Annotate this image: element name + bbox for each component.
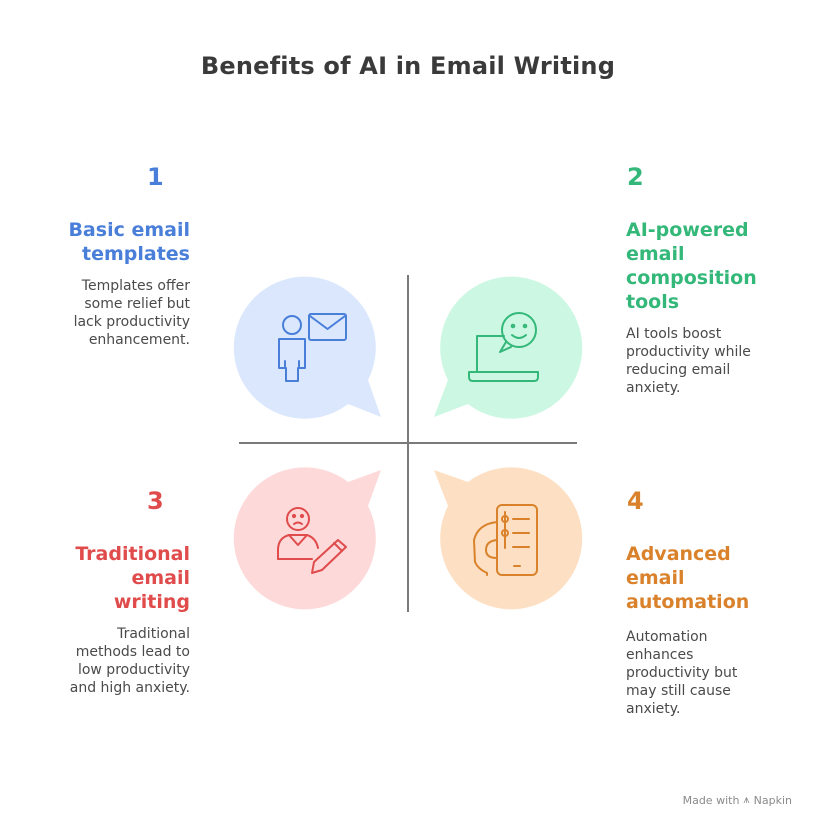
quadrant-2-heading-line: email xyxy=(626,243,685,265)
quadrant-3-description-line: Traditional xyxy=(117,626,190,642)
quadrant-2-description: AI tools boost productivity while reduci… xyxy=(626,325,776,397)
quadrant-1-number: 1 xyxy=(147,163,164,191)
napkin-logo-icon: ⩚ xyxy=(743,793,750,806)
quadrant-2-description-line: productivity while xyxy=(626,344,751,360)
quadrant-2-description-line: anxiety. xyxy=(626,380,681,396)
quadrant-3-bubble xyxy=(233,467,381,610)
quadrant-3-description-line: low productivity xyxy=(77,662,190,678)
quadrant-4-description-line: Automation xyxy=(626,629,708,645)
quadrant-3-description: Traditional methods lead to low producti… xyxy=(50,625,190,697)
quadrant-4-description-line: enhances xyxy=(626,647,694,663)
made-with-label: Made with xyxy=(682,793,740,807)
quadrant-1-bubble xyxy=(233,276,381,419)
quadrant-1-description-line: Templates offer xyxy=(81,278,190,294)
person-pencil-icon xyxy=(277,507,347,574)
page-title: Benefits of AI in Email Writing xyxy=(200,52,616,80)
quadrant-1-heading-line: templates xyxy=(82,243,190,265)
quadrant-4-description: Automation enhances productivity but may… xyxy=(626,628,766,718)
quadrant-4-description-line: may still cause xyxy=(626,683,731,699)
quadrant-4-description-line: productivity but xyxy=(626,665,738,681)
quadrant-1-heading-line: Basic email xyxy=(68,219,190,241)
quadrant-1-description-line: enhancement. xyxy=(88,332,190,348)
quadrant-2-heading: AI-powered email composition tools xyxy=(626,218,786,314)
quadrant-3-heading-line: writing xyxy=(113,591,190,613)
quadrant-3-description-line: methods lead to xyxy=(75,644,190,660)
quadrant-4-description-line: anxiety. xyxy=(626,701,681,717)
quadrant-4-heading-line: email xyxy=(626,567,685,589)
quadrant-2-heading-line: composition xyxy=(626,267,757,289)
quadrant-1-description-line: lack productivity xyxy=(73,314,190,330)
quadrant-2-heading-line: AI-powered xyxy=(626,219,749,241)
quadrant-3-heading-line: email xyxy=(131,567,190,589)
quadrant-4-number: 4 xyxy=(627,487,644,515)
quadrant-1-description-line: some relief but xyxy=(84,296,190,312)
napkin-brand: Napkin xyxy=(753,793,792,807)
quadrant-3-heading: Traditional email writing xyxy=(30,542,190,614)
quadrant-4-heading: Advanced email automation xyxy=(626,542,786,614)
quadrant-2-number: 2 xyxy=(627,163,644,191)
quadrant-2-description-line: reducing email xyxy=(626,362,731,378)
quadrant-2-description-line: AI tools boost xyxy=(626,326,722,342)
quadrant-3-heading-line: Traditional xyxy=(75,543,190,565)
quadrant-2-bubble xyxy=(434,276,583,419)
quadrant-3-number: 3 xyxy=(147,487,164,515)
quadrant-4-bubble xyxy=(434,467,583,610)
quadrant-4-heading-line: automation xyxy=(626,591,750,613)
footer-credit: Made with ⩚ Napkin xyxy=(683,793,792,807)
quadrant-1-heading: Basic email templates xyxy=(30,218,190,266)
person-envelope-icon xyxy=(278,313,347,382)
quadrant-2-heading-line: tools xyxy=(626,291,680,313)
laptop-smiley-icon xyxy=(468,312,539,382)
quadrant-1-description: Templates offer some relief but lack pro… xyxy=(50,277,190,349)
quadrant-3-description-line: and high anxiety. xyxy=(69,680,190,696)
quadrant-4-heading-line: Advanced xyxy=(626,543,731,565)
hand-phone-icon xyxy=(473,504,538,576)
